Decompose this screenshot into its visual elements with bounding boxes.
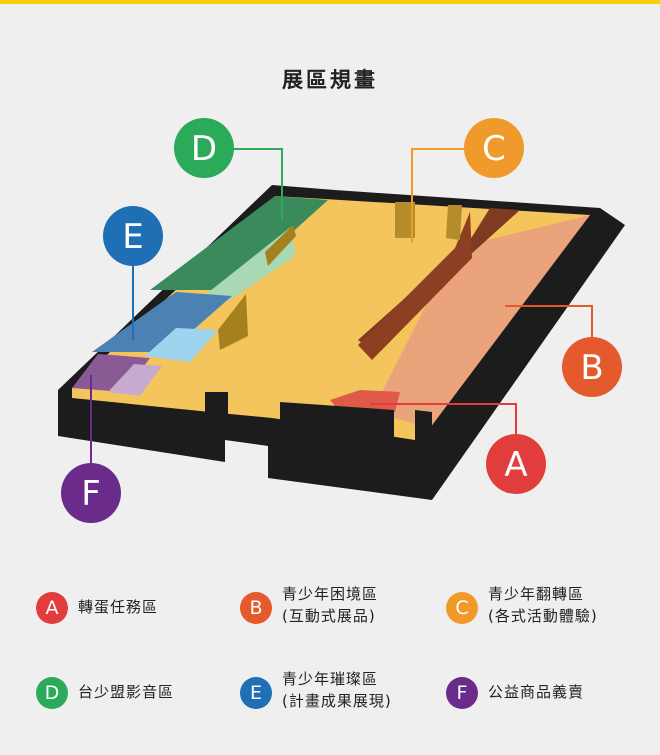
leader-d bbox=[229, 148, 283, 220]
zone-d-marker: D bbox=[174, 118, 234, 178]
zone-a-area bbox=[330, 390, 400, 412]
zone-b-marker: B bbox=[562, 337, 622, 397]
leader-b bbox=[505, 305, 593, 342]
legend-sublabel-e: (計畫成果展現) bbox=[282, 692, 392, 710]
zone-b-area bbox=[372, 215, 590, 428]
zone-f-light bbox=[108, 364, 162, 396]
zone-e-light bbox=[145, 328, 218, 362]
zone-e-area bbox=[92, 292, 232, 352]
leader-c bbox=[411, 148, 468, 243]
legend-label-e: 青少年璀璨區 bbox=[282, 670, 379, 688]
wall-c-1 bbox=[395, 202, 415, 238]
zone-d-light bbox=[205, 226, 295, 300]
legend-badge-b: B bbox=[240, 592, 272, 624]
legend-label-b: 青少年困境區 bbox=[282, 585, 379, 603]
legend-badge-a: A bbox=[36, 592, 68, 624]
wall-front-mid bbox=[280, 402, 394, 440]
zone-d-area bbox=[150, 196, 328, 290]
zone-b-wall-2 bbox=[358, 212, 472, 360]
legend-badge-e: E bbox=[240, 677, 272, 709]
legend-label-c: 青少年翻轉區 bbox=[488, 585, 585, 603]
legend-badge-d: D bbox=[36, 677, 68, 709]
wall-c-2 bbox=[446, 205, 462, 240]
legend-sublabel-c: (各式活動體驗) bbox=[488, 607, 598, 625]
svg-text:D: D bbox=[191, 129, 217, 169]
wall-front-right bbox=[415, 410, 432, 440]
zone-f-marker: F bbox=[61, 463, 121, 523]
svg-text:E: E bbox=[122, 217, 143, 257]
zone-e-marker: E bbox=[103, 206, 163, 266]
wall-front-left bbox=[205, 392, 228, 418]
legend-label-f: 公益商品義賣 bbox=[488, 683, 585, 701]
legend-label-d: 台少盟影音區 bbox=[78, 683, 175, 701]
legend-badge-c: C bbox=[446, 592, 478, 624]
top-accent-bar bbox=[0, 0, 660, 4]
legend-badge-f: F bbox=[446, 677, 478, 709]
svg-text:B: B bbox=[580, 348, 603, 388]
floor-plan: D C E B A F bbox=[58, 118, 625, 523]
svg-text:F: F bbox=[81, 474, 101, 514]
page-title: 展區規畫 bbox=[282, 68, 378, 92]
leader-a bbox=[370, 403, 517, 438]
zone-a-marker: A bbox=[486, 434, 546, 494]
svg-text:C: C bbox=[482, 129, 506, 169]
svg-text:A: A bbox=[504, 445, 527, 485]
wall-e-partition bbox=[218, 294, 248, 350]
zone-c-marker: C bbox=[464, 118, 524, 178]
legend-sublabel-b: (互動式展品) bbox=[282, 607, 376, 625]
legend-label-a: 轉蛋任務區 bbox=[78, 598, 159, 616]
wall-d-partition bbox=[265, 225, 296, 266]
